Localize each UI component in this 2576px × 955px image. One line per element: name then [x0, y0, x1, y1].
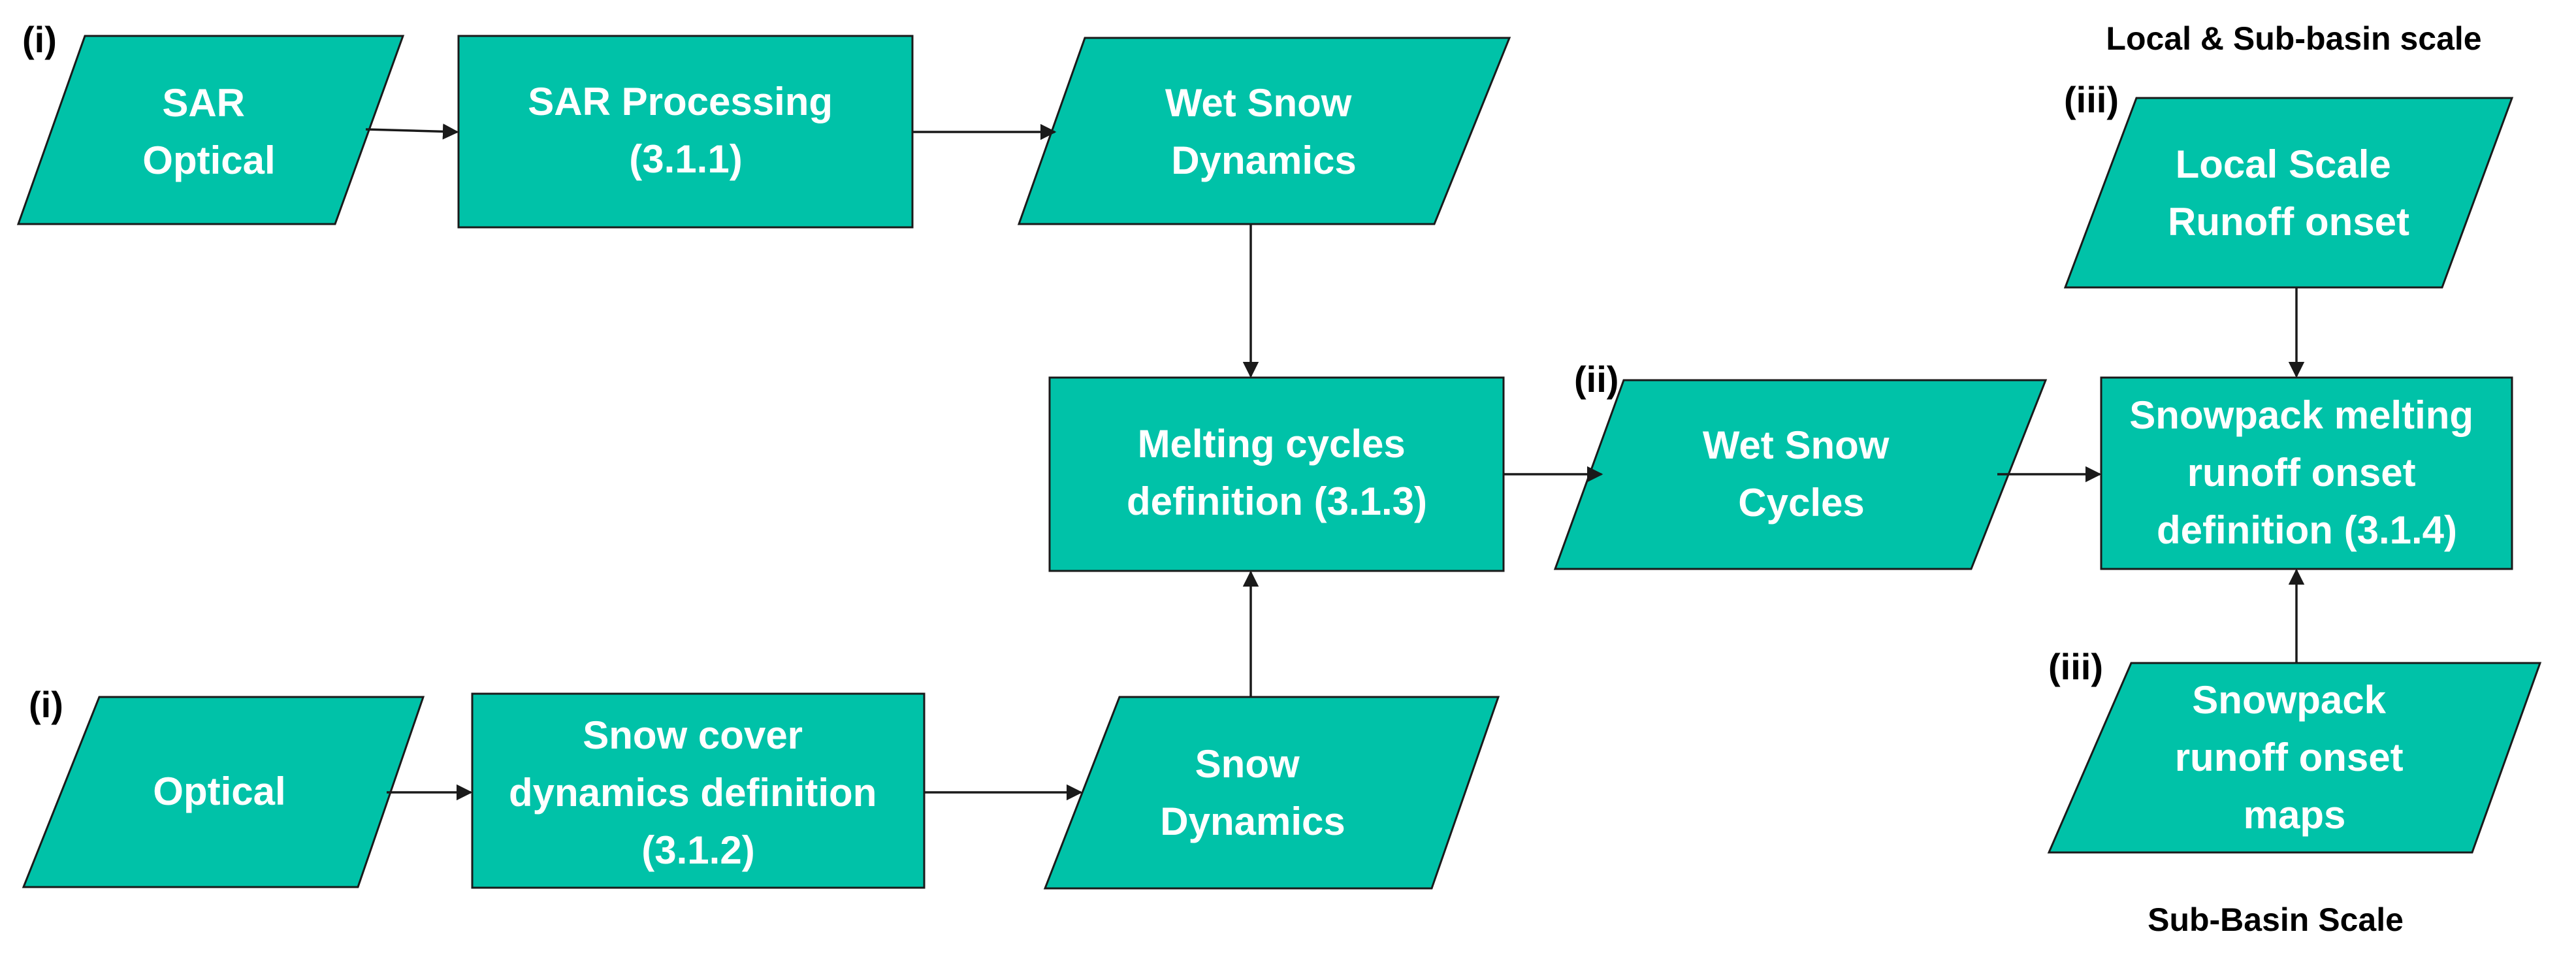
- snow-dynamics-line: Dynamics: [1160, 800, 1345, 843]
- snow-cover-line: (3.1.2): [641, 828, 754, 872]
- optical-line: Optical: [153, 769, 285, 813]
- local-runoff-label: (iii): [2064, 79, 2119, 120]
- melting-cycles-shape: [1048, 376, 1505, 572]
- wet-snow-dynamics-line: Wet Snow: [1165, 81, 1352, 125]
- snowpack-melting-line: Snowpack melting: [2129, 393, 2473, 437]
- wet-snow-cycles-shape: [1553, 379, 2048, 570]
- sar-optical-line: SAR: [162, 81, 245, 125]
- optical-text: Optical: [153, 769, 285, 813]
- wet-snow-cycles-line: Cycles: [1738, 481, 1864, 525]
- input-label-top: (i): [22, 19, 57, 60]
- melting-cycles-line: definition (3.1.3): [1127, 479, 1427, 523]
- snowpack-maps-line: runoff onset: [2175, 736, 2404, 779]
- snow-cover-line: Snow cover: [583, 713, 803, 757]
- local-runoff-line: Local Scale: [2176, 142, 2391, 186]
- sar-processing-line: SAR Processing: [528, 80, 833, 123]
- arrow-sar-optical-to-processing: [365, 123, 459, 140]
- snowpack-melting-text: Snowpack melting runoff onset definition…: [2129, 393, 2484, 552]
- snow-dynamics-line: Snow: [1195, 742, 1300, 786]
- snow-cover-line: dynamics definition: [509, 771, 877, 815]
- local-runoff-shape: [2063, 97, 2514, 289]
- snowpack-maps-text: Snowpack runoff onset maps: [2175, 678, 2415, 837]
- wet-snow-dynamics-line: Dynamics: [1171, 138, 1356, 182]
- optical-shape: [22, 696, 425, 888]
- sub-basin-scale-title: Sub-Basin Scale: [2148, 901, 2404, 938]
- melting-cycles-text: Melting cycles definition (3.1.3): [1127, 422, 1427, 523]
- local-scale-title: Local & Sub-basin scale: [2106, 20, 2481, 57]
- wet-snow-dynamics-shape: [1017, 37, 1511, 225]
- local-runoff-text: Local Scale Runoff onset: [2168, 142, 2409, 244]
- sar-optical-line: Optical: [142, 138, 275, 182]
- snowpack-melting-shape: [2100, 376, 2513, 570]
- wet-snow-dynamics-text: Wet Snow Dynamics: [1165, 81, 1362, 182]
- sar-optical-text: SAR Optical: [142, 81, 275, 182]
- snowpack-melting-line: runoff onset: [2187, 451, 2416, 494]
- sar-processing-line: (3.1.1): [629, 137, 742, 181]
- wet-snow-cycles-label: (ii): [1574, 359, 1618, 400]
- sar-processing-shape: [457, 35, 914, 229]
- input-label-bottom: (i): [29, 684, 63, 725]
- local-runoff-line: Runoff onset: [2168, 200, 2409, 244]
- snow-cover-shape: [471, 692, 926, 889]
- wet-snow-cycles-text: Wet Snow Cycles: [1703, 423, 1900, 525]
- snow-dynamics-text: Snow Dynamics: [1160, 742, 1345, 843]
- wet-snow-cycles-line: Wet Snow: [1703, 423, 1890, 467]
- snow-cover-text: Snow cover dynamics definition (3.1.2): [509, 713, 888, 872]
- sar-optical-shape: [16, 35, 405, 225]
- snowpack-melting-line: definition (3.1.4): [2157, 508, 2457, 552]
- snowpack-maps-shape: [2047, 662, 2542, 854]
- snowpack-maps-label: (iii): [2048, 646, 2103, 687]
- sar-processing-text: SAR Processing (3.1.1): [528, 80, 844, 181]
- snowpack-maps-line: maps: [2244, 793, 2346, 837]
- snow-dynamics-shape: [1043, 696, 1500, 890]
- melting-cycles-line: Melting cycles: [1138, 422, 1406, 466]
- snowpack-maps-line: Snowpack: [2192, 678, 2386, 722]
